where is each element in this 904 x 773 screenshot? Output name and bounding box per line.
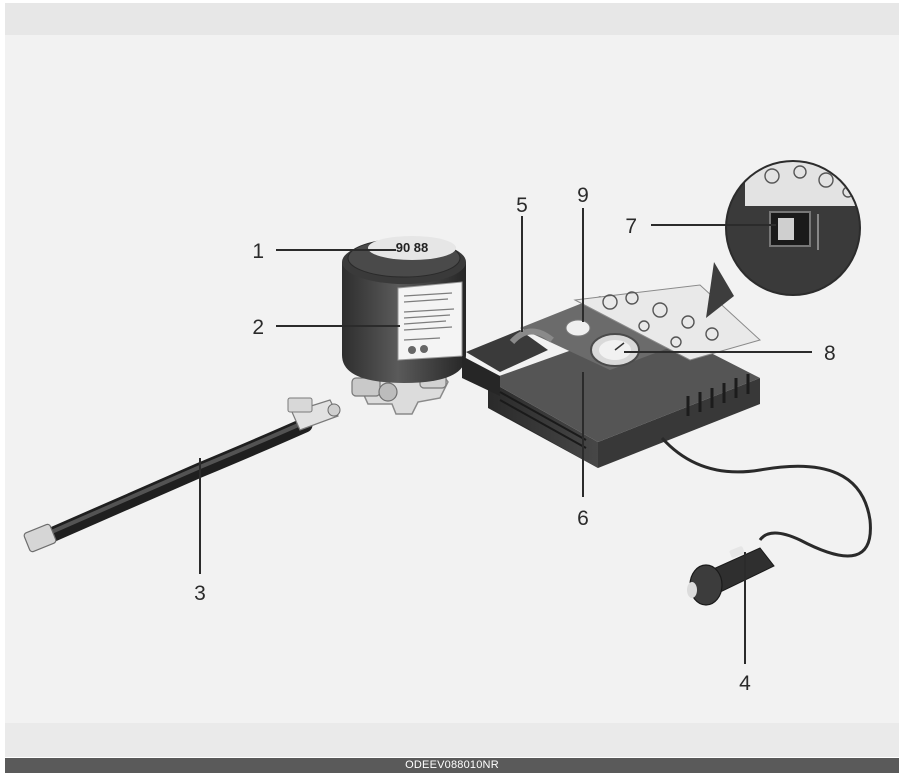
callout-number-7: 7 bbox=[625, 215, 637, 238]
callout-number-6: 6 bbox=[577, 507, 589, 530]
power-plug-icon bbox=[662, 438, 870, 605]
callout-number-3: 3 bbox=[194, 582, 206, 605]
hose-icon bbox=[23, 398, 340, 553]
callout-number-1: 1 bbox=[252, 240, 264, 263]
compressor-icon bbox=[462, 285, 760, 468]
switch-detail-icon bbox=[706, 160, 865, 318]
svg-text:90 88: 90 88 bbox=[396, 240, 429, 255]
figure-caption-bar: ODEEV088010NR bbox=[5, 758, 899, 773]
callout-number-5: 5 bbox=[516, 194, 528, 217]
callout-number-4: 4 bbox=[739, 672, 751, 695]
callout-number-8: 8 bbox=[824, 342, 836, 365]
figure-code: ODEEV088010NR bbox=[5, 758, 899, 773]
callout-number-2: 2 bbox=[252, 316, 264, 339]
callout-number-9: 9 bbox=[577, 184, 589, 207]
